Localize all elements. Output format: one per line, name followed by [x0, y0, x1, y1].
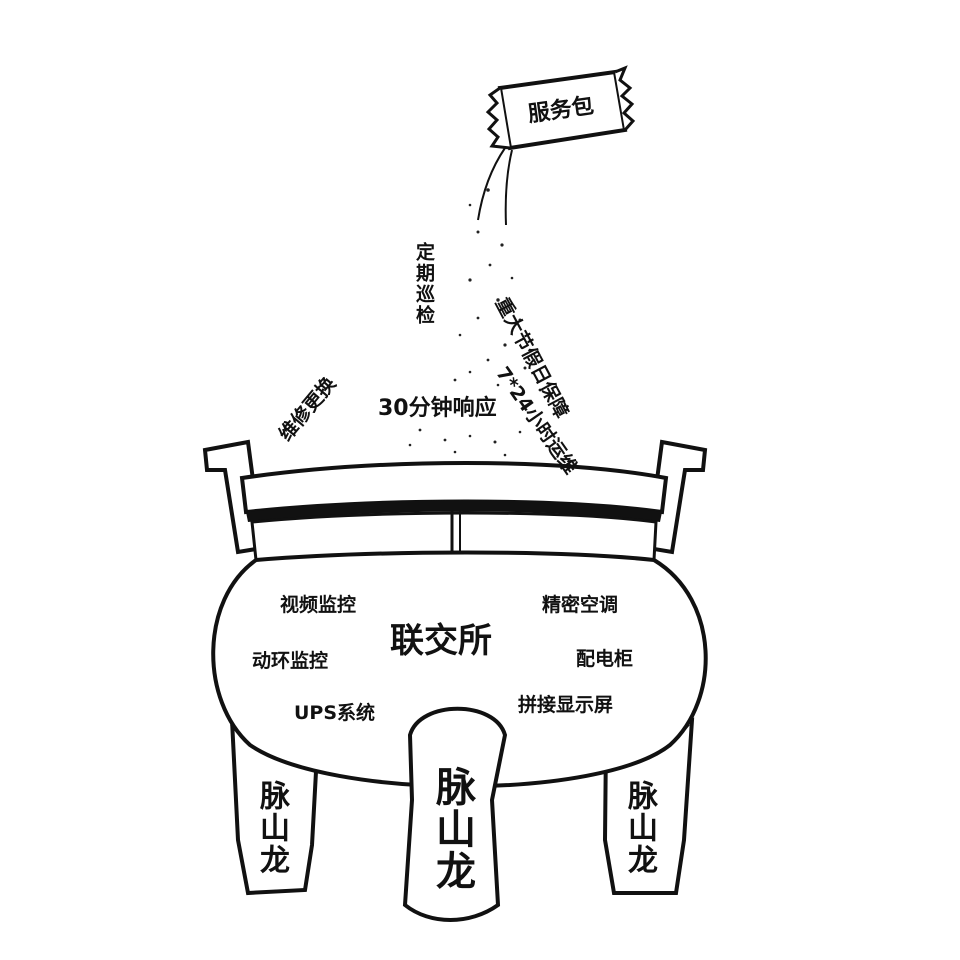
cauldron-title: 联交所 — [390, 621, 492, 661]
system-distribution-cabinet: 配电柜 — [576, 648, 634, 670]
system-ups: UPS系统 — [294, 702, 376, 724]
cauldron-center-leg — [402, 706, 508, 922]
cauldron-rim — [239, 461, 669, 562]
system-video-wall: 拼接显示屏 — [518, 694, 614, 716]
pouring-stream — [408, 147, 542, 457]
service-regular-inspection: 定期巡检 — [413, 242, 435, 326]
system-precision-ac: 精密空调 — [542, 594, 619, 616]
system-env-monitoring: 动环监控 — [252, 650, 329, 672]
leg-right-label: 脉山龙 — [622, 780, 657, 876]
cauldron-handles — [202, 439, 708, 555]
service-30min-response: 30分钟响应 — [378, 396, 497, 421]
cauldron-bowl — [211, 550, 708, 789]
leg-center-label: 脉山龙 — [429, 766, 475, 892]
leg-left-label: 脉山龙 — [254, 780, 289, 876]
service-package-icon — [485, 65, 636, 151]
system-video-monitoring: 视频监控 — [280, 594, 357, 616]
